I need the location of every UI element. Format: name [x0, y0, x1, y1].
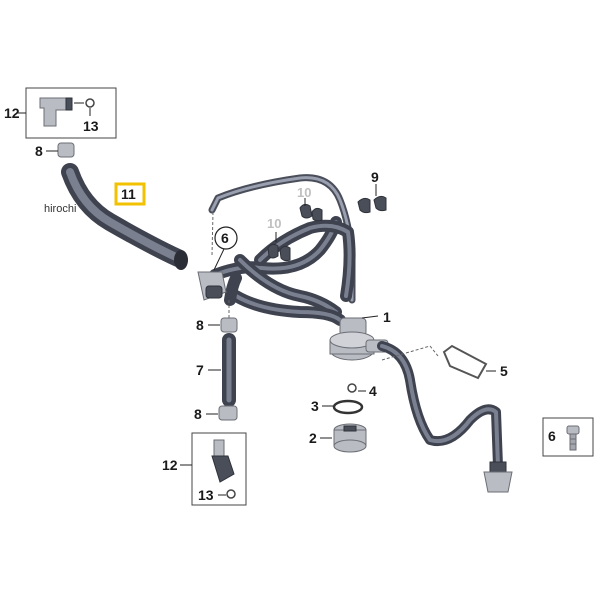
elbow-connector-bottom: [211, 439, 235, 483]
part-label-12-top: 12: [4, 105, 20, 121]
part-label-10-b: 10: [267, 216, 281, 231]
pressure-damper-2: [333, 423, 367, 453]
part-label-1: 1: [383, 309, 391, 325]
clip-10-b: [267, 243, 291, 262]
connector-6: [197, 271, 227, 301]
clip-10-a: [299, 203, 323, 222]
part-label-6-box: 6: [548, 428, 556, 444]
dashed-line-5: [381, 345, 439, 361]
hose-11: [61, 163, 188, 270]
callout-box-6: [542, 417, 594, 457]
part-label-4: 4: [369, 383, 377, 399]
part-label-11: 11: [121, 186, 136, 202]
part-label-8-top: 8: [35, 143, 43, 159]
clamp-8-mid: [220, 317, 238, 333]
o-ring-bottom: [226, 489, 236, 499]
o-ring-4: [347, 383, 357, 393]
part-label-9: 9: [371, 169, 379, 185]
callout-circle-6: [214, 226, 238, 250]
part-label-12-bottom: 12: [162, 457, 178, 473]
return-hose: [377, 341, 503, 471]
part-label-2: 2: [309, 430, 317, 446]
part-label-13-bottom: 13: [198, 487, 214, 503]
bracket-5: [442, 344, 488, 380]
end-fitting-right: [483, 461, 513, 493]
elbow-connector-top: [39, 97, 73, 127]
pressure-regulator-1: [329, 317, 389, 361]
bolt-6: [566, 425, 580, 451]
part-label-10-a: 10: [297, 185, 311, 200]
callout-box-top: [25, 87, 117, 139]
part-label-13-top: 13: [83, 118, 99, 134]
clamp-8-top: [57, 142, 75, 158]
part-label-8-mid: 8: [196, 317, 204, 333]
callout-box-bottom: [191, 432, 247, 506]
watermark: hirochi: [44, 203, 76, 215]
clamp-8-low: [218, 405, 238, 421]
o-ring-top: [85, 98, 95, 108]
clip-9: [357, 195, 387, 214]
hose-network: [209, 216, 356, 326]
part-label-5: 5: [500, 363, 508, 379]
highlight-box-11: [114, 182, 146, 206]
part-label-7: 7: [196, 362, 204, 378]
part-label-3: 3: [311, 398, 319, 414]
part-label-8-low: 8: [194, 406, 202, 422]
ring-3: [332, 399, 364, 415]
part-label-6-circle: 6: [221, 230, 229, 246]
dashed-line-top: [211, 211, 214, 256]
